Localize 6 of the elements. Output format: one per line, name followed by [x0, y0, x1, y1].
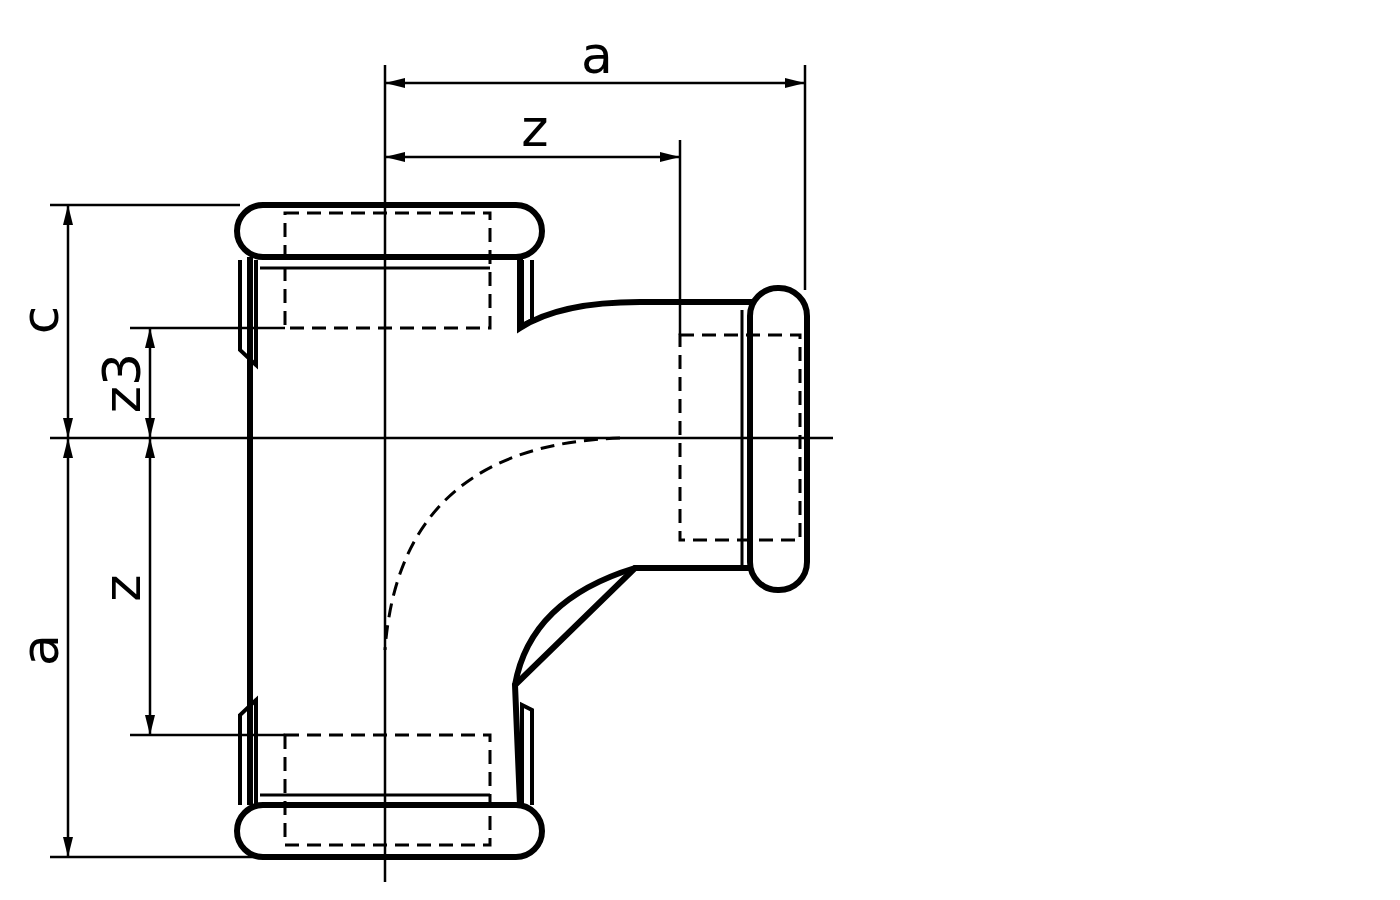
dimension-label: z3	[96, 352, 148, 414]
dimension-label: a	[581, 29, 613, 81]
dimension-label: a	[14, 634, 66, 666]
dimension-label: z	[521, 102, 549, 154]
dimension-label: z	[96, 574, 148, 602]
dimension-label: c	[14, 305, 66, 335]
